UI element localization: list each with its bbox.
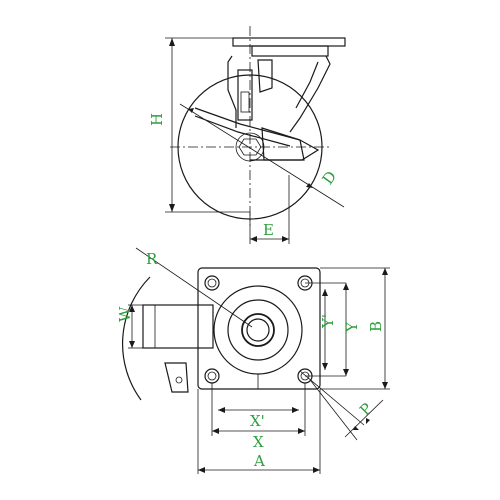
brake-pedal xyxy=(257,59,273,93)
y-arrow-top xyxy=(343,283,349,290)
y-prime-arrow-top xyxy=(322,289,328,296)
bolt-hole-bottom-left xyxy=(204,368,220,384)
b-arrow-top xyxy=(382,268,388,275)
w-arrow-bottom xyxy=(129,341,135,348)
h-arrow-top xyxy=(169,38,175,46)
fork-right-leg xyxy=(289,55,331,133)
e-arrow-right xyxy=(282,236,289,242)
kingpin-inner xyxy=(246,318,270,342)
x-prime-arrow-left xyxy=(218,407,225,413)
x-arrow-left xyxy=(212,428,219,434)
d-arrow-end xyxy=(306,183,313,188)
brake-lever-lower xyxy=(194,115,291,147)
b-arrow-bottom xyxy=(382,382,388,389)
w-arrow-top xyxy=(129,305,135,312)
kingpin-outer xyxy=(241,313,275,347)
p-leader-line-2 xyxy=(299,370,365,426)
brake-window xyxy=(240,91,250,113)
x-arrow-right xyxy=(298,428,305,434)
side-view: H D E xyxy=(148,26,346,244)
p-dimension-line xyxy=(344,399,384,438)
x-prime-arrow-right xyxy=(292,407,299,413)
label-y-prime: Y' xyxy=(319,314,337,329)
h-arrow-bottom xyxy=(169,204,175,212)
swivel-bearing xyxy=(251,45,329,57)
plate-bottom-mark xyxy=(250,374,266,390)
swivel-middle-ring xyxy=(227,299,289,361)
label-e: E xyxy=(263,221,274,239)
fork-left-leg xyxy=(227,55,237,128)
label-r: R xyxy=(146,250,158,268)
label-a: A xyxy=(253,452,265,470)
top-view: R W xyxy=(116,247,390,474)
label-y: Y xyxy=(343,321,361,333)
a-arrow-left xyxy=(198,467,205,473)
p-arrow-a xyxy=(353,426,359,430)
brake-tab-hole xyxy=(175,376,183,384)
d-dimension-line xyxy=(179,103,345,208)
swivel-radius-arc xyxy=(122,276,151,401)
wheel-body xyxy=(142,304,214,349)
p-arrow-b xyxy=(366,418,370,424)
bolt-hole-top-left xyxy=(204,275,220,291)
d-arrow-start xyxy=(188,108,194,113)
label-d: D xyxy=(319,168,341,188)
e-arrow-left xyxy=(250,236,257,242)
p-leader-line xyxy=(310,380,358,441)
label-w: W xyxy=(116,306,134,322)
fork-right-inner xyxy=(295,61,319,109)
label-x: X xyxy=(253,433,264,451)
brake-housing xyxy=(237,69,253,121)
a-arrow-right xyxy=(313,467,320,473)
y-arrow-bottom xyxy=(343,369,349,376)
y-prime-arrow-bottom xyxy=(322,363,328,370)
label-b: B xyxy=(367,321,385,332)
label-x-prime: X' xyxy=(250,412,265,430)
brake-tab xyxy=(164,362,189,393)
label-p: P xyxy=(356,399,376,419)
swivel-outer-ring xyxy=(213,285,303,375)
brake-shoe xyxy=(261,127,305,161)
label-h: H xyxy=(148,113,166,126)
